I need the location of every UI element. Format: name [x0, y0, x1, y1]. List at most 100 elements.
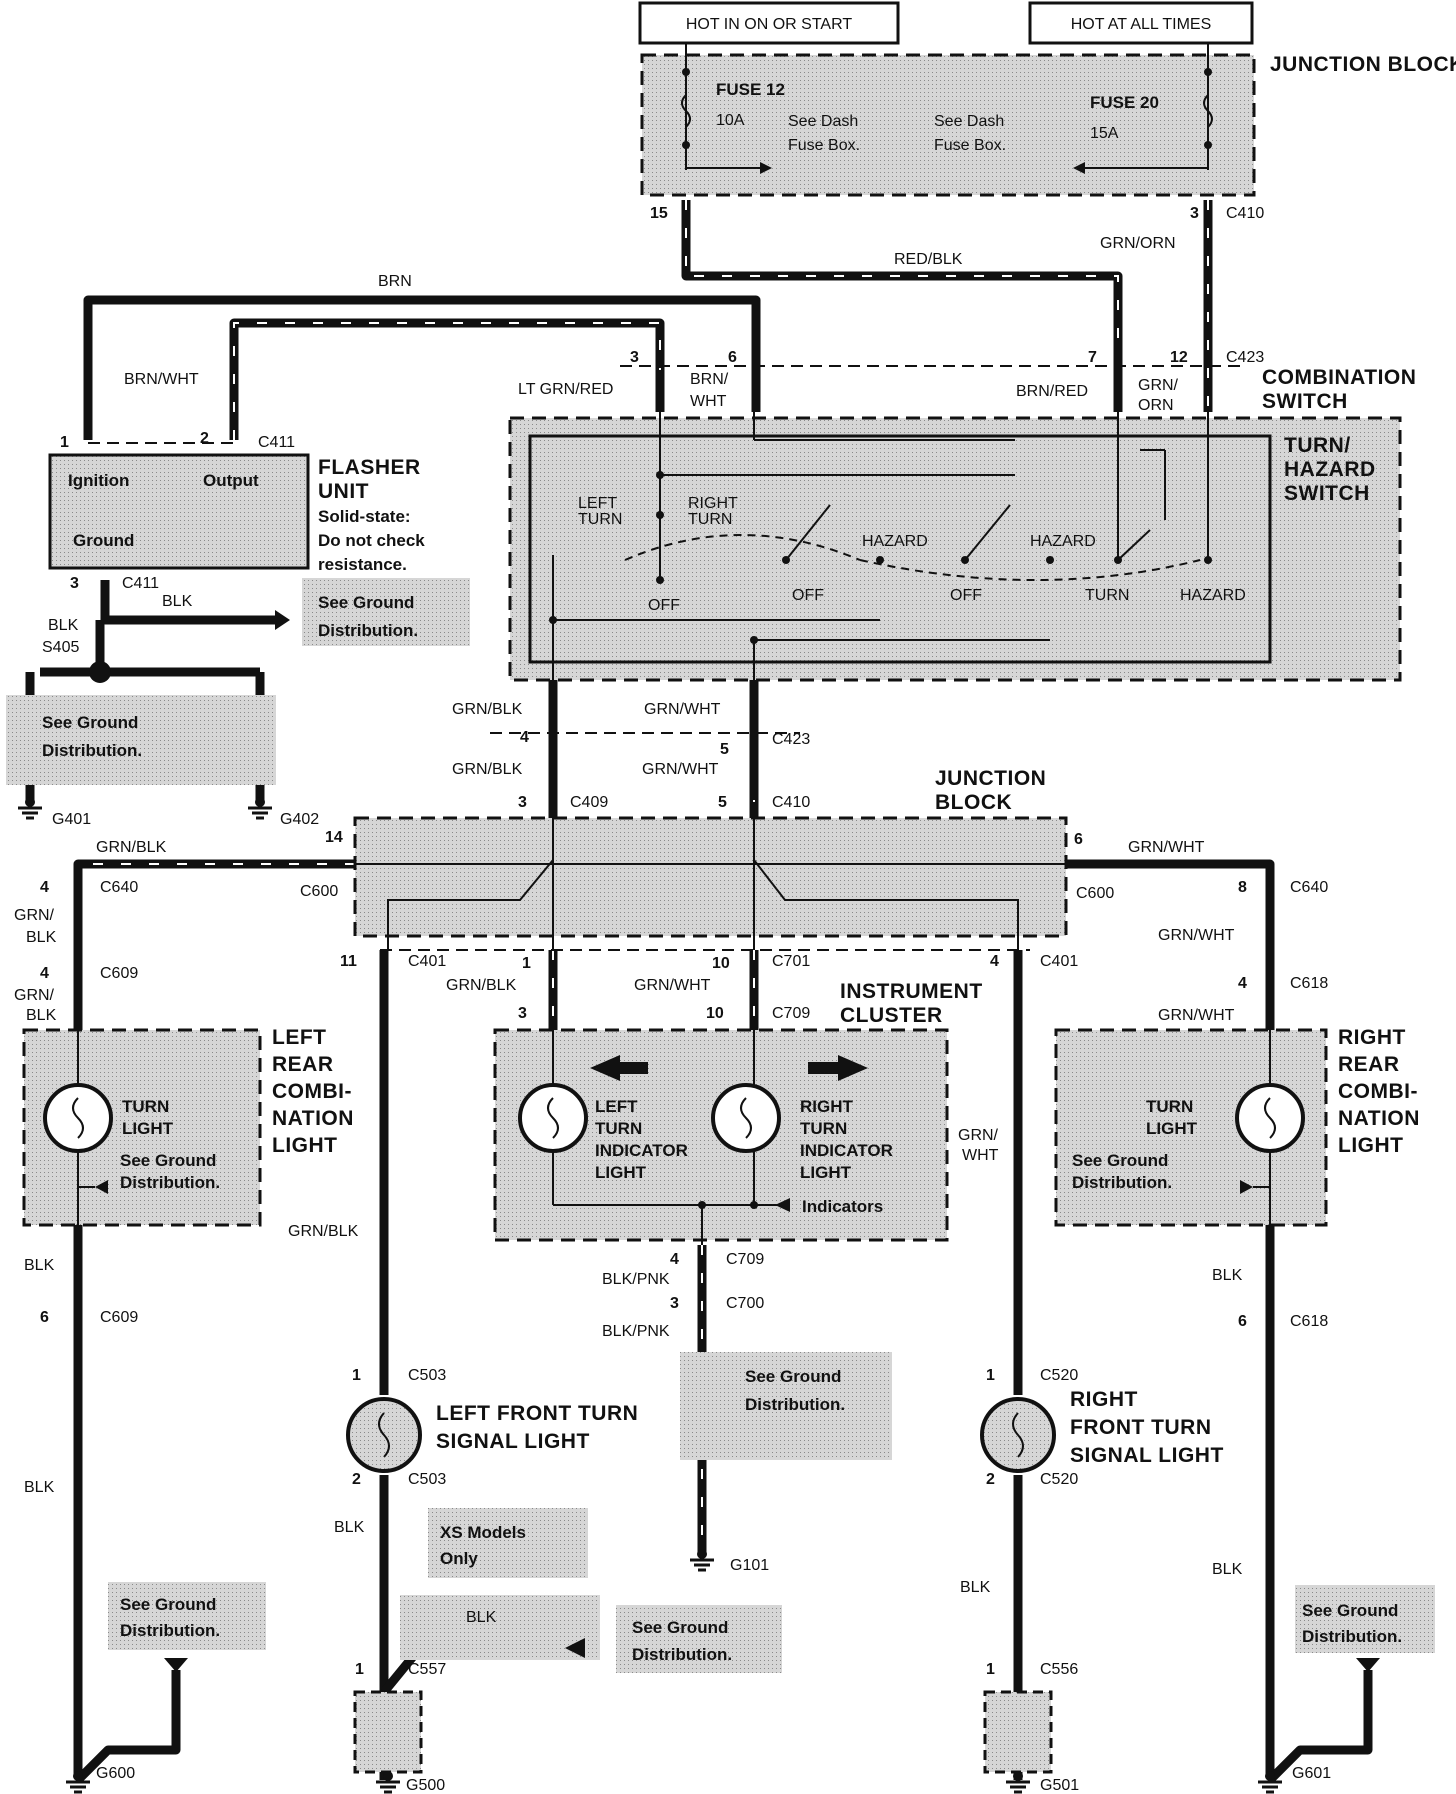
svg-text:GRN/WHT: GRN/WHT	[644, 701, 721, 718]
svg-text:HAZARD: HAZARD	[1030, 533, 1096, 550]
svg-text:1: 1	[986, 1661, 995, 1678]
svg-text:C503: C503	[408, 1471, 446, 1488]
svg-text:10: 10	[712, 955, 730, 972]
svg-text:BLK/PNK: BLK/PNK	[602, 1271, 670, 1288]
svg-text:GRN/BLK: GRN/BLK	[452, 701, 523, 718]
svg-text:BLK: BLK	[48, 617, 79, 634]
svg-text:3: 3	[70, 575, 79, 592]
svg-text:See Ground: See Ground	[745, 1367, 841, 1386]
svg-text:G600: G600	[96, 1765, 135, 1782]
svg-text:2: 2	[986, 1471, 995, 1488]
svg-text:GRN/BLK: GRN/BLK	[96, 839, 167, 856]
svg-text:Distribution.: Distribution.	[120, 1173, 220, 1192]
svg-text:Indicators: Indicators	[802, 1197, 883, 1216]
svg-text:C409: C409	[570, 794, 608, 811]
svg-text:BLK: BLK	[466, 1609, 497, 1626]
svg-text:4: 4	[40, 965, 49, 982]
svg-text:BLK: BLK	[960, 1579, 991, 1596]
svg-text:1: 1	[522, 955, 531, 972]
flasher-unit: Ignition Output Ground	[48, 442, 310, 570]
svg-text:BLK: BLK	[162, 593, 193, 610]
svg-text:1: 1	[352, 1367, 361, 1384]
svg-text:GRN/: GRN/	[958, 1127, 999, 1144]
svg-text:C520: C520	[1040, 1471, 1078, 1488]
svg-text:GRN/WHT: GRN/WHT	[634, 977, 711, 994]
svg-text:BLK: BLK	[26, 929, 57, 946]
svg-text:See Ground: See Ground	[1072, 1151, 1168, 1170]
ground-icon	[1258, 1771, 1282, 1794]
svg-text:C709: C709	[772, 1005, 810, 1022]
splice-s405	[89, 661, 111, 683]
svg-text:Distribution.: Distribution.	[1072, 1173, 1172, 1192]
ground-note-g600: See Ground Distribution.	[108, 1582, 266, 1672]
svg-text:BLK: BLK	[26, 1007, 57, 1024]
svg-text:3: 3	[518, 1005, 527, 1022]
svg-text:BRN/WHT: BRN/WHT	[124, 371, 199, 388]
svg-text:G401: G401	[52, 811, 91, 828]
svg-text:C618: C618	[1290, 975, 1328, 992]
svg-text:C609: C609	[100, 965, 138, 982]
svg-text:C410: C410	[1226, 205, 1264, 222]
svg-text:BRN/: BRN/	[690, 371, 729, 388]
ground-note-cluster: See Ground Distribution.	[680, 1352, 892, 1460]
svg-text:2: 2	[200, 430, 209, 447]
svg-text:6: 6	[1238, 1313, 1247, 1330]
svg-text:6: 6	[1074, 831, 1083, 848]
svg-text:XS Models: XS Models	[440, 1523, 526, 1542]
svg-text:8: 8	[1238, 879, 1247, 896]
ground-symbols	[18, 797, 1282, 1794]
svg-text:RED/BLK: RED/BLK	[894, 251, 963, 268]
svg-text:Ground: Ground	[73, 531, 134, 550]
svg-text:GRN/WHT: GRN/WHT	[642, 761, 719, 778]
svg-text:See Dash: See Dash	[934, 113, 1004, 130]
svg-text:C640: C640	[100, 879, 138, 896]
svg-text:GRN/WHT: GRN/WHT	[1158, 927, 1235, 944]
svg-text:See Dash: See Dash	[788, 113, 858, 130]
svg-text:Distribution.: Distribution.	[42, 741, 142, 760]
ground-distribution-note-flasher: See Ground Distribution.	[275, 578, 470, 646]
svg-text:15: 15	[650, 205, 668, 222]
svg-text:3: 3	[630, 349, 639, 366]
svg-text:GRN/BLK: GRN/BLK	[288, 1223, 359, 1240]
svg-text:See Ground: See Ground	[120, 1151, 216, 1170]
svg-text:BLK/PNK: BLK/PNK	[602, 1323, 670, 1340]
svg-text:Distribution.: Distribution.	[632, 1645, 732, 1664]
svg-text:3: 3	[518, 794, 527, 811]
svg-text:WHT: WHT	[962, 1147, 999, 1164]
svg-text:4: 4	[1238, 975, 1247, 992]
svg-text:GRN/WHT: GRN/WHT	[1158, 1007, 1235, 1024]
ground-icon	[248, 797, 272, 820]
svg-text:ORN: ORN	[1138, 397, 1174, 414]
junction-block-top: FUSE 12 10A FUSE 20 15A See Dash Fuse Bo…	[640, 43, 1256, 197]
svg-text:OFF: OFF	[648, 597, 680, 614]
svg-text:C520: C520	[1040, 1367, 1078, 1384]
svg-text:C401: C401	[1040, 953, 1078, 970]
svg-text:TURN: TURN	[1085, 587, 1129, 604]
svg-text:G500: G500	[406, 1777, 445, 1794]
svg-text:BLK: BLK	[1212, 1561, 1243, 1578]
svg-text:12: 12	[1170, 349, 1188, 366]
hot-at-all-times-label-box: HOT AT ALL TIMES	[1028, 1, 1254, 45]
svg-text:15A: 15A	[1090, 125, 1119, 142]
svg-text:G501: G501	[1040, 1777, 1079, 1794]
svg-text:1: 1	[355, 1661, 364, 1678]
svg-text:C556: C556	[1040, 1661, 1078, 1678]
svg-text:1: 1	[986, 1367, 995, 1384]
see-ground-1b: Distribution.	[318, 621, 418, 640]
junction-block-middle	[353, 816, 1068, 951]
ground-note-g500: See Ground Distribution.	[400, 1595, 782, 1673]
svg-text:Distribution.: Distribution.	[120, 1621, 220, 1640]
